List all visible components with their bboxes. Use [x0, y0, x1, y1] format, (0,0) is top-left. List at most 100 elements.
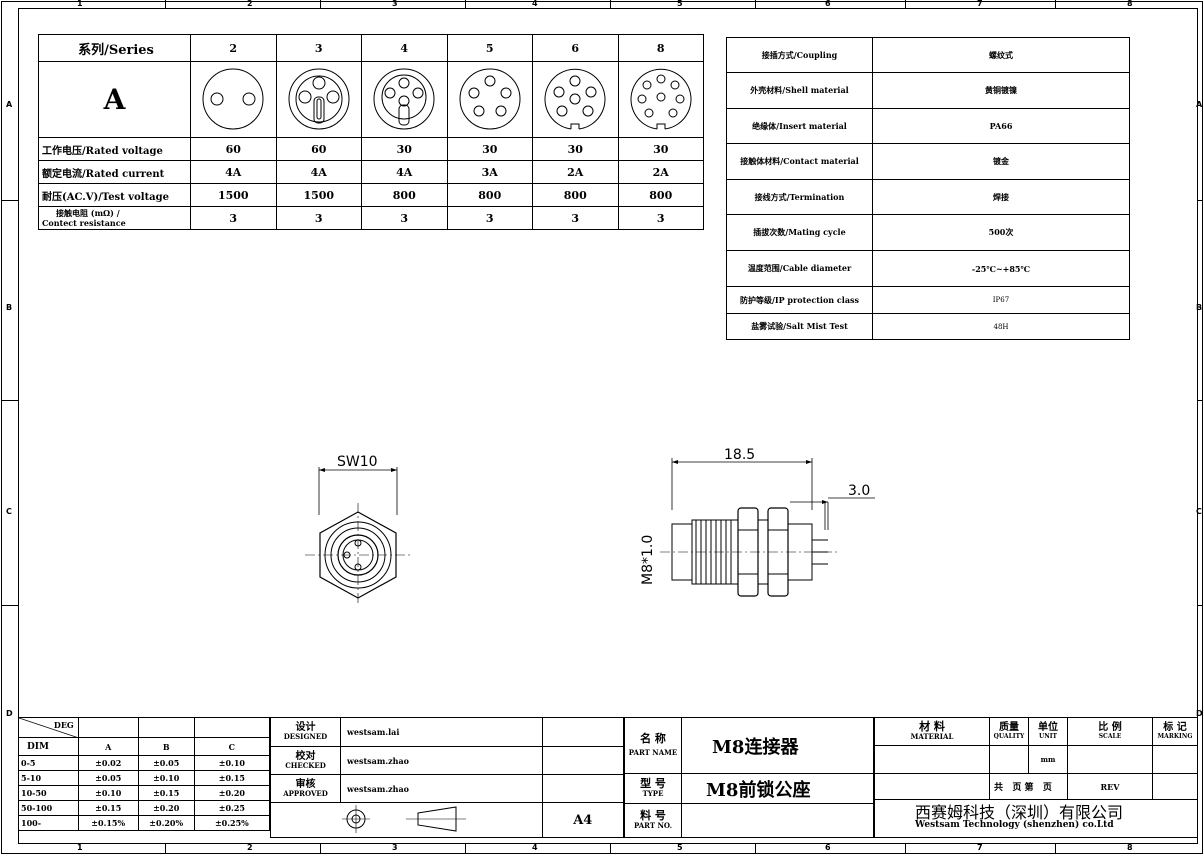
- tol-value: ±0.10: [137, 770, 195, 786]
- zone-divider: [905, 0, 906, 9]
- tol-empty: [193, 717, 271, 738]
- property-value: 500次: [872, 214, 1130, 251]
- tol-range: 10-50: [18, 785, 79, 801]
- property-label: 绝缘体/Insert material: [726, 108, 873, 144]
- row-label: 耐压(AC.V)/Test voltage: [38, 183, 191, 207]
- series-header: 系列/Series: [38, 34, 191, 62]
- zone-divider: [320, 0, 321, 9]
- property-label: 温度范围/Cable diameter: [726, 250, 873, 287]
- property-label: 接触体材料/Contact material: [726, 143, 873, 180]
- zone-divider: [755, 0, 756, 9]
- zone-column-label: 4: [532, 0, 538, 8]
- zone-row-label: C: [1196, 507, 1202, 516]
- label-en: MATERIAL: [910, 731, 954, 741]
- property-value: IP67: [872, 286, 1130, 314]
- side-view-drawing: 18.5 3.0 M8*1.0: [640, 447, 875, 597]
- cell: 3: [532, 206, 619, 230]
- signoff-empty: [541, 746, 625, 775]
- company-block: 西赛姆科技（深圳）有限公司 Westsam Technology (shenzh…: [874, 799, 1198, 838]
- cell: 4A: [361, 160, 448, 184]
- tol-empty: [137, 717, 195, 738]
- zone-row-label: A: [1196, 100, 1203, 109]
- deg-label: DEG: [53, 720, 74, 730]
- signoff-name: westsam.zhao: [339, 746, 543, 775]
- zone-divider: [465, 844, 466, 853]
- property-label: 接插方式/Coupling: [726, 37, 873, 73]
- tol-range: 5-10: [18, 770, 79, 786]
- cell: 3: [617, 206, 704, 230]
- zone-row-label: D: [1196, 709, 1203, 718]
- tol-value: ±0.15: [137, 785, 195, 801]
- label-en: PART NO.: [633, 820, 673, 830]
- label-en: MARKING: [1157, 732, 1193, 740]
- tol-range: 0-5: [18, 755, 79, 771]
- row-label: 工作电压/Rated voltage: [38, 137, 191, 161]
- zone-column-label: 2: [247, 843, 253, 852]
- zone-column-label: 2: [247, 0, 253, 8]
- tol-col-header: A: [77, 737, 139, 756]
- empty: [874, 773, 990, 800]
- cell: 4A: [190, 160, 277, 184]
- zone-column-label: 5: [677, 0, 683, 8]
- tol-empty: [77, 717, 139, 738]
- zone-divider: [1055, 0, 1056, 9]
- rev-label: REV: [1067, 773, 1153, 800]
- label-en: TYPE: [642, 788, 664, 798]
- row-label: 接触电阻 (mΩ) / Contect resistance: [38, 206, 191, 230]
- tol-value: ±0.15%: [77, 815, 139, 831]
- pin-count: 5: [446, 34, 533, 62]
- cell: 800: [532, 183, 619, 207]
- zone-column-label: 5: [677, 843, 683, 852]
- cell: 3A: [446, 160, 533, 184]
- cell: 1500: [190, 183, 277, 207]
- label-cn: 材 料: [919, 719, 945, 733]
- front-dim-label: SW10: [337, 454, 378, 470]
- zone-divider: [1198, 605, 1203, 606]
- cell: 3: [190, 206, 277, 230]
- tol-value: ±0.10: [193, 755, 271, 771]
- label-en: QUALITY: [993, 732, 1025, 740]
- cell: 3: [446, 206, 533, 230]
- tol-value: ±0.25: [193, 800, 271, 816]
- series-letter: A: [38, 61, 191, 138]
- deg-dim-cell: DEG: [18, 717, 79, 738]
- role-cn: 审核: [295, 778, 316, 790]
- series-table: 系列/Series 2 3 4 5 6 8 A 工作电压/Rated volta…: [38, 34, 704, 230]
- tol-value: ±0.15: [77, 800, 139, 816]
- cell: 60: [275, 137, 362, 161]
- label-cn: 质量: [999, 721, 1019, 733]
- tol-value: ±0.25%: [193, 815, 271, 831]
- sheet-count: 共 页 第 页: [989, 773, 1068, 800]
- tol-range: 50-100: [18, 800, 79, 816]
- zone-divider: [1198, 400, 1203, 401]
- property-label: 外壳材料/Shell material: [726, 72, 873, 109]
- label-en: PART NAME: [628, 747, 678, 757]
- front-view-drawing: SW10: [305, 454, 411, 605]
- length-dim-label: 18.5: [724, 447, 755, 463]
- tol-col-header: B: [137, 737, 195, 756]
- role-cn: 设计: [295, 722, 316, 733]
- tol-value: ±0.20: [137, 800, 195, 816]
- zone-column-label: 7: [977, 843, 983, 852]
- pinout-5-diagram: [446, 61, 533, 138]
- inner-border: [18, 8, 1198, 844]
- label-cn: 比 例: [1098, 721, 1122, 733]
- property-value: -25℃~+85℃: [872, 250, 1130, 287]
- pinout-2-diagram: [190, 61, 277, 138]
- part-name-label: 名 称 PART NAME: [624, 717, 682, 774]
- company-name-cn: 西赛姆科技（深圳）有限公司: [915, 802, 1124, 822]
- zone-divider: [1, 200, 18, 201]
- zone-divider: [165, 844, 166, 853]
- label-cn: 名 称: [640, 731, 666, 745]
- zone-column-label: 8: [1127, 0, 1133, 8]
- zone-divider: [1, 400, 18, 401]
- zone-column-label: 1: [77, 843, 83, 852]
- tol-value: ±0.20%: [137, 815, 195, 831]
